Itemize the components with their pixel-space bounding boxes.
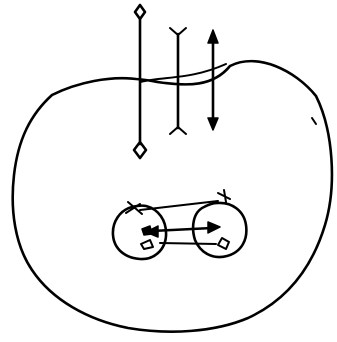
arrowhead-down-icon: [208, 118, 218, 130]
right-circle-inner-diamond: [218, 238, 229, 249]
left-circle-inner-mark: [141, 240, 153, 249]
left-circle-dot: [142, 226, 152, 235]
bracket-top-icon: [170, 28, 186, 35]
right-inner-circle: [193, 203, 246, 257]
edge-tick-mark: [312, 118, 316, 124]
outer-body-outline: [13, 61, 332, 332]
arrowhead-right-icon: [208, 222, 220, 233]
middle-double-arrow: [146, 222, 220, 237]
bracket-ended-line: [170, 28, 186, 134]
bracket-bottom-icon: [170, 127, 186, 134]
right-circle-top-mark: [218, 190, 230, 202]
diamond-top-icon: [135, 5, 145, 19]
arrowhead-up-icon: [208, 30, 218, 43]
lower-connector-line: [160, 243, 216, 244]
